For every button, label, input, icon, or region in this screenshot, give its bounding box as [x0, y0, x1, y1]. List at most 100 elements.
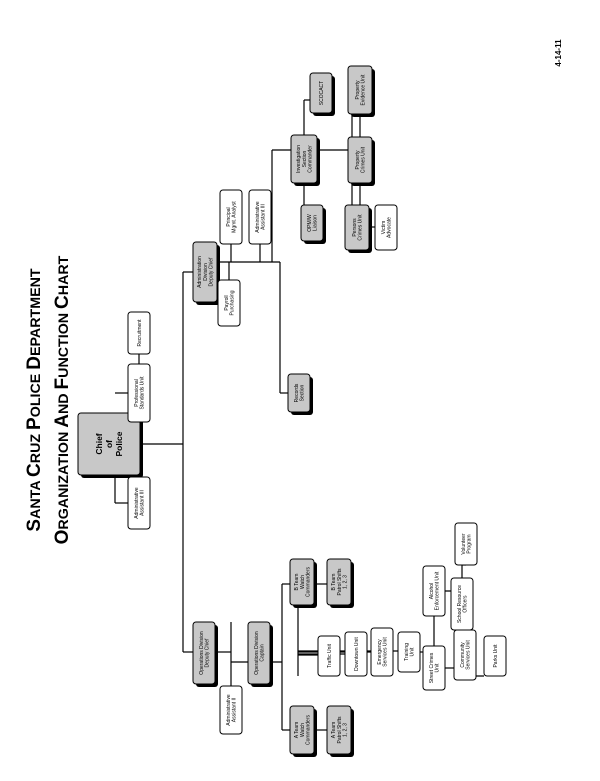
org-box-frame: [247, 621, 271, 685]
org-box-label: PayrollPurchasing: [224, 290, 236, 315]
org-box-label-line: Unit: [410, 647, 416, 657]
org-box-admin-assistant-iii-admin: AdministrativeAssistant III: [248, 189, 272, 245]
org-box-label-line: Watch: [300, 575, 306, 589]
org-box-frame: [219, 685, 243, 735]
org-box-label-line: Property: [355, 80, 361, 99]
org-box-label-line: Division: [203, 263, 209, 281]
org-box-label: VolunteerProgram: [461, 533, 473, 554]
org-box-label-line: Crimes Unit: [361, 146, 367, 173]
org-box-community-services: CommunityServices Unit: [453, 629, 477, 681]
org-box-frame: [289, 705, 315, 755]
org-box-label-line: Advocate: [387, 217, 393, 238]
org-box-frame: [326, 705, 352, 755]
org-box-label-line: Commanders: [306, 566, 312, 597]
org-box-payroll: PayrollPurchasing: [217, 279, 241, 327]
org-box-label: Operations DivisionDeputy Chief: [199, 631, 211, 675]
org-box-label: VictimAdvocate: [381, 217, 393, 238]
org-box-frame: [374, 204, 398, 251]
org-box-label-line: Chief: [94, 433, 104, 454]
org-box-label-line: Community: [460, 642, 466, 668]
org-box-label-line: 1, 2, 3: [343, 723, 349, 737]
org-box-frame: [344, 631, 368, 677]
org-box-label-line: Section: [300, 384, 306, 401]
org-box-frame: [217, 279, 241, 327]
org-box-label: Street CrimesUnit: [429, 652, 441, 683]
org-box-frame: [289, 558, 315, 606]
org-box-records: RecordsSection: [287, 373, 313, 415]
org-box-frame: [219, 189, 243, 245]
org-box-label: PrincipalMgmt. Analyst: [226, 201, 238, 233]
org-box-label-line: Recruitment: [137, 319, 143, 347]
org-box-frame: [422, 565, 446, 617]
org-box-label-line: Operations Division: [254, 631, 260, 675]
org-box-label: Operations DivisionCaptain: [254, 631, 266, 675]
org-box-label-line: Services Unit: [383, 637, 389, 667]
org-box-frame: [300, 204, 324, 242]
org-box-label-line: Crimes Unit: [358, 214, 364, 241]
org-box-label-line: Program: [467, 534, 473, 553]
org-box-label-line: Street Crimes: [429, 652, 435, 683]
org-box-label-line: School Resource: [457, 585, 463, 623]
org-box-label: PropertyCrimes Unit: [355, 146, 367, 173]
org-box-label: A TeamWatchCommanders: [294, 714, 312, 745]
org-box-label-line: Operations Division: [199, 631, 205, 675]
org-box-label: InvestigationSectionCommander: [296, 145, 314, 173]
org-box-frame: [290, 134, 318, 184]
org-box-label-line: of: [104, 440, 114, 448]
org-box-recruitment: Recruitment: [127, 311, 151, 355]
org-box-label-line: Downtown Unit: [354, 637, 360, 671]
org-box-a-team-watch: A TeamWatchCommanders: [289, 705, 317, 757]
org-box-label-line: Persons: [352, 218, 358, 237]
chart-title-line1: SANTA CRUZ POLICE DEPARTMENT: [24, 268, 45, 531]
org-box-frame: [287, 373, 311, 413]
org-box-chief: ChiefofPolice: [77, 412, 143, 478]
org-box-alcohol-enforcement: AlcoholEnforcement Unit: [422, 565, 446, 617]
org-box-label-line: Police: [114, 431, 124, 456]
org-box-frame: [127, 363, 151, 423]
org-box-label-line: Assistant III: [140, 490, 146, 516]
org-box-label: Traffic Unit: [327, 643, 333, 668]
org-box-label: OPM/WLiaison: [307, 214, 319, 232]
org-box-label-line: Parks Unit: [493, 644, 499, 668]
org-box-label-line: Officers: [463, 595, 469, 613]
org-box-label: Recruitment: [137, 319, 143, 347]
org-box-property-evidence: PropertyEvidence Unit: [347, 65, 375, 117]
org-box-label: Downtown Unit: [354, 637, 360, 671]
org-box-label: B TeamPatrol Shifts1, 2, 3: [331, 568, 349, 595]
org-box-frame: [192, 241, 218, 303]
org-box-label-line: Commander: [308, 145, 314, 173]
org-box-scocact: SCOCACT: [309, 72, 335, 116]
org-box-label-line: Commanders: [306, 714, 312, 745]
org-box-label-line: Enforcement Unit: [435, 571, 441, 610]
org-box-label-line: Principal: [226, 207, 232, 226]
org-box-label-line: Captain: [260, 644, 266, 661]
date-label: 4-14-11: [554, 39, 563, 67]
org-box-label: CommunityServices Unit: [460, 640, 472, 670]
org-box-investigation-section: InvestigationSectionCommander: [290, 134, 320, 186]
org-box-label-line: A Team: [294, 722, 300, 739]
org-box-label-line: Training: [404, 643, 410, 661]
org-box-label-line: Traffic Unit: [327, 643, 333, 668]
org-box-label-line: Assistant II: [232, 698, 238, 722]
org-box-frame: [450, 577, 474, 631]
org-box-label-line: 1, 2, 3: [343, 575, 349, 589]
org-box-frame: [422, 645, 446, 691]
org-box-label-line: Standards Unit: [140, 376, 146, 410]
org-box-professional-standards: ProfessionalStandards Unit: [127, 363, 151, 423]
org-box-frame: [248, 189, 272, 245]
org-box-frame: [326, 558, 352, 606]
org-box-label: A TeamPatrol Shifts1, 2, 3: [331, 716, 349, 743]
org-box-label-line: Administration: [197, 256, 203, 288]
org-box-label-line: Volunteer: [461, 533, 467, 554]
org-box-label: AdministrativeAssistant II: [226, 694, 238, 726]
chart-title-line2: ORGANIZATION AND FUNCTION CHART: [52, 255, 73, 544]
org-box-label-line: Watch: [300, 723, 306, 737]
org-box-opmw-liaison: OPM/WLiaison: [300, 204, 326, 244]
org-box-volunteer: VolunteerProgram: [454, 522, 478, 566]
org-box-label: ChiefofPolice: [94, 431, 124, 456]
org-box-label-line: A Team: [331, 722, 337, 739]
org-box-frame: [127, 311, 151, 355]
org-box-label-line: B Team: [294, 574, 300, 591]
org-box-parks: Parks Unit: [483, 635, 507, 677]
org-box-label-line: Administrative: [134, 487, 140, 519]
